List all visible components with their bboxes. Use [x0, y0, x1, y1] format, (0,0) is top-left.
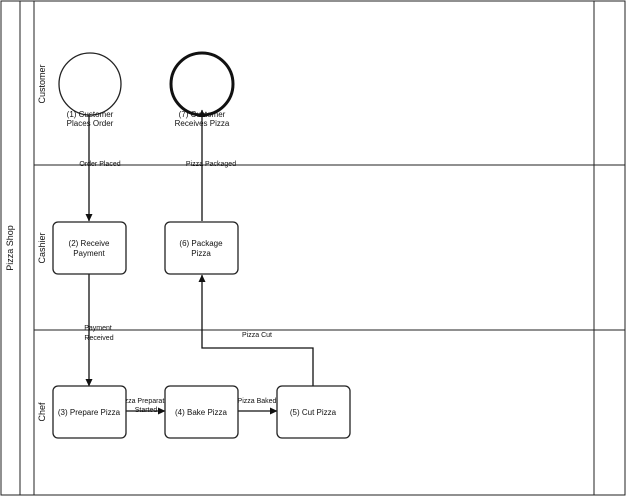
edge-label: Pizza Cut — [242, 332, 272, 339]
node-label: (1) Customer — [67, 110, 114, 119]
edge-label: Pizza Preparation — [118, 398, 173, 405]
node-label: (3) Prepare Pizza — [58, 408, 121, 417]
node-label: (2) Receive — [69, 239, 110, 248]
edge-label: Pizza Packaged — [186, 161, 236, 168]
node-label: Receives Pizza — [175, 119, 230, 128]
edge-label: Payment — [84, 325, 112, 332]
edge-label: Order Placed — [79, 161, 120, 168]
edge-label: Started — [135, 407, 158, 414]
node-label: (5) Cut Pizza — [290, 408, 337, 417]
edge-pizza-cut: Pizza Cut — [198, 274, 314, 386]
edge-order-placed: Order Placed — [79, 115, 121, 222]
task-receive-payment[interactable]: (2) Receive Payment — [52, 221, 127, 275]
edge-label: Received — [84, 335, 113, 342]
task-package-pizza[interactable]: (6) Package Pizza — [164, 221, 239, 275]
edge-payment-received: Payment Received — [84, 274, 114, 387]
node-label: (4) Bake Pizza — [175, 408, 228, 417]
node-label: (7) Customer — [179, 110, 226, 119]
node-label: Payment — [73, 249, 105, 258]
edge-pizza-baked: Pizza Baked — [238, 398, 278, 415]
node-label: (6) Package — [179, 239, 223, 248]
pool-label: Pizza Shop — [5, 225, 15, 271]
lane-label-chef: Chef — [37, 402, 47, 422]
task-cut-pizza[interactable]: (5) Cut Pizza — [276, 385, 351, 439]
edge-pizza-preparation-started: Pizza Preparation Started — [118, 398, 174, 415]
end-event-customer-receives-pizza[interactable]: (7) Customer Receives Pizza — [169, 51, 235, 128]
node-label: Places Order — [67, 119, 114, 128]
edge-pizza-packaged: Pizza Packaged — [186, 109, 236, 221]
edge-label: Pizza Baked — [238, 398, 277, 405]
lane-label-customer: Customer — [37, 64, 47, 103]
node-label: Pizza — [191, 249, 211, 258]
task-bake-pizza[interactable]: (4) Bake Pizza — [164, 385, 239, 439]
start-event-customer-places-order[interactable]: (1) Customer Places Order — [58, 52, 122, 128]
task-prepare-pizza[interactable]: (3) Prepare Pizza — [52, 385, 127, 439]
lane-label-cashier: Cashier — [37, 232, 47, 263]
